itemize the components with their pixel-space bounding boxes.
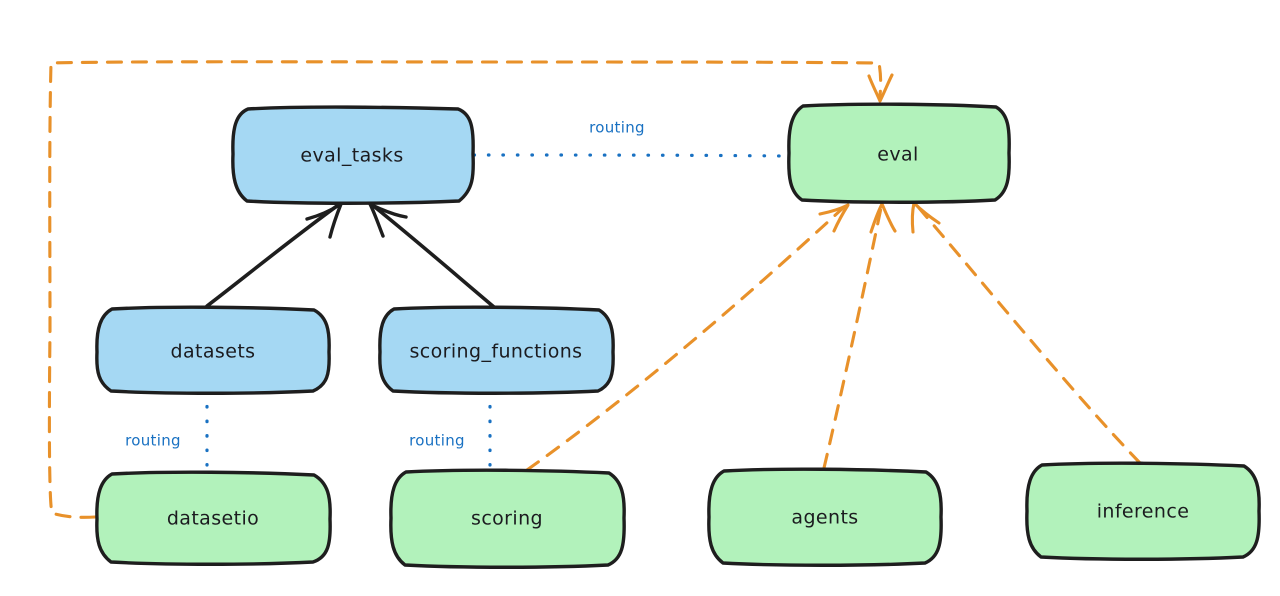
node-inference[interactable]: inference — [1025, 461, 1261, 561]
node-eval-label: eval — [877, 144, 918, 166]
node-eval-tasks-label: eval_tasks — [300, 145, 403, 167]
edge-eval_tasks-to-eval — [472, 153, 788, 158]
node-agents[interactable]: agents — [707, 467, 943, 567]
node-scoring[interactable]: scoring — [389, 468, 626, 569]
edge-label-layer: routing routing routing — [125, 119, 645, 450]
node-datasetio-shape — [95, 470, 332, 566]
node-datasets[interactable]: datasets — [95, 305, 331, 395]
edge-agents-to-eval — [822, 202, 897, 470]
edge-scoring-to-eval — [525, 203, 850, 472]
edge-layer — [47, 60, 1142, 519]
node-scoring-shape — [389, 468, 626, 569]
node-scoring-functions-shape — [378, 305, 615, 395]
node-inference-label: inference — [1097, 501, 1190, 523]
node-inference-shape — [1025, 461, 1261, 561]
edge-scoring_functions-to-eval_tasks — [368, 202, 496, 309]
edge-datasets-to-eval_tasks — [205, 201, 343, 308]
node-eval[interactable]: eval — [787, 102, 1011, 204]
node-scoring-functions[interactable]: scoring_functions — [378, 305, 615, 395]
node-datasetio-label: datasetio — [167, 508, 259, 530]
node-eval-tasks[interactable]: eval_tasks — [231, 105, 475, 205]
edge-inference-to-eval — [910, 201, 1142, 465]
node-agents-shape — [707, 467, 943, 567]
node-agents-label: agents — [791, 507, 858, 529]
node-datasets-label: datasets — [171, 341, 256, 363]
edge-label-routing-datasets: routing — [125, 432, 181, 450]
node-scoring-label: scoring — [471, 508, 543, 530]
node-eval-shape — [787, 102, 1011, 204]
node-datasets-shape — [95, 305, 331, 395]
node-datasetio[interactable]: datasetio — [95, 470, 332, 566]
node-scoring-functions-label: scoring_functions — [410, 341, 583, 363]
edge-label-routing-eval: routing — [589, 119, 645, 137]
edge-datasetio-to-eval — [47, 60, 894, 519]
edge-label-routing-scoring: routing — [409, 432, 465, 450]
node-layer: eval_tasks eval datasets scoring_functio… — [95, 102, 1261, 569]
node-eval-tasks-shape — [231, 105, 475, 205]
